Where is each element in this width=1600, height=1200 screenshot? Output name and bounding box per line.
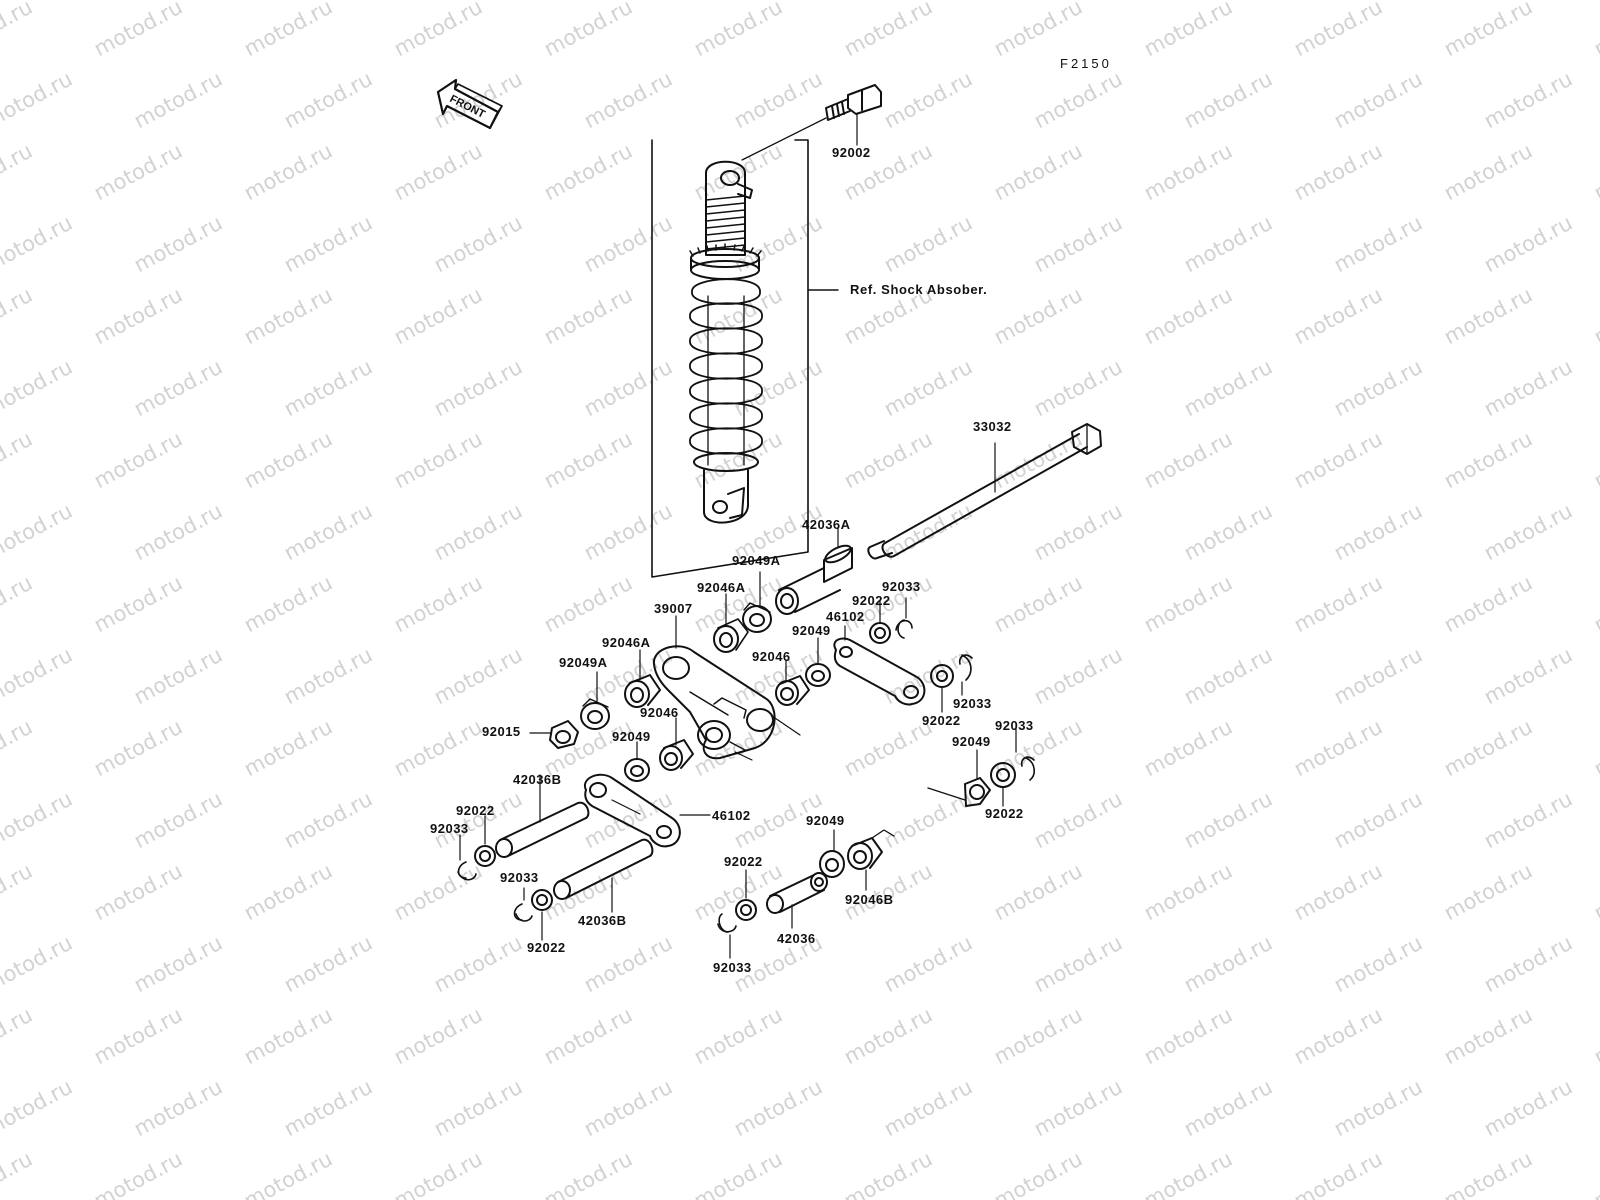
bearing-92046-left bbox=[659, 717, 694, 771]
callout-92033-right-lower[interactable]: 92033 bbox=[995, 718, 1034, 733]
callout-92046-right[interactable]: 92046 bbox=[752, 649, 791, 664]
callout-42036B-upper[interactable]: 42036B bbox=[513, 772, 562, 787]
callout-92033-left-top[interactable]: 92033 bbox=[430, 821, 469, 836]
collar-42036 bbox=[766, 872, 828, 929]
callout-46102-left[interactable]: 46102 bbox=[712, 808, 751, 823]
callout-33032[interactable]: 33032 bbox=[973, 419, 1012, 434]
front-arrow-icon: FRONT bbox=[436, 78, 503, 130]
callout-92033-bottom[interactable]: 92033 bbox=[713, 960, 752, 975]
seal-92049-right bbox=[805, 637, 831, 687]
washer-clip-left-lower bbox=[513, 887, 553, 941]
seal-bearing-bottom bbox=[819, 829, 895, 891]
seal-clip-right-lower bbox=[927, 727, 1035, 807]
pin-42036B-upper bbox=[495, 774, 590, 858]
rocker-arm-39007 bbox=[652, 615, 801, 761]
bearing-92046A-right bbox=[713, 593, 749, 653]
bearing-92046A-left bbox=[624, 649, 661, 708]
callout-92033-right-mid[interactable]: 92033 bbox=[953, 696, 992, 711]
axle-33032 bbox=[867, 423, 1102, 560]
collar-42036A bbox=[775, 527, 853, 615]
washer-clip-left-top bbox=[457, 815, 496, 881]
callout-92022-right-lower[interactable]: 92022 bbox=[985, 806, 1024, 821]
callout-92022-left-lower[interactable]: 92022 bbox=[527, 940, 566, 955]
ref-bracket bbox=[651, 139, 809, 578]
callout-39007[interactable]: 39007 bbox=[654, 601, 693, 616]
callout-92015[interactable]: 92015 bbox=[482, 724, 521, 739]
pin-42036B-lower bbox=[553, 838, 654, 913]
callout-92002[interactable]: 92002 bbox=[832, 145, 871, 160]
bolt-92002 bbox=[741, 84, 882, 161]
callout-46102-right[interactable]: 46102 bbox=[826, 609, 865, 624]
callout-92049-bottom[interactable]: 92049 bbox=[806, 813, 845, 828]
callout-92049A-right[interactable]: 92049A bbox=[732, 553, 781, 568]
seal-92049-left bbox=[624, 741, 650, 782]
washer-clip-right-mid bbox=[930, 654, 973, 713]
nut-92015 bbox=[529, 720, 579, 749]
washer-clip-right-top bbox=[869, 597, 913, 644]
callout-92022-left-top[interactable]: 92022 bbox=[456, 803, 495, 818]
shock-absorber bbox=[689, 160, 763, 524]
diagram-code: F2150 bbox=[1060, 56, 1112, 71]
callout-92033-right-top[interactable]: 92033 bbox=[882, 579, 921, 594]
ref-shock-absorber-label: Ref. Shock Absober. bbox=[850, 282, 988, 297]
callout-92046A-right[interactable]: 92046A bbox=[697, 580, 746, 595]
callout-92046-left[interactable]: 92046 bbox=[640, 705, 679, 720]
seal-92049A-left bbox=[580, 671, 610, 730]
callout-92022-right-mid[interactable]: 92022 bbox=[922, 713, 961, 728]
callout-92046B[interactable]: 92046B bbox=[845, 892, 894, 907]
link-46102-right bbox=[833, 625, 926, 706]
callout-92033-left-lower[interactable]: 92033 bbox=[500, 870, 539, 885]
callout-92049-right-lower[interactable]: 92049 bbox=[952, 734, 991, 749]
callout-92022-bottom[interactable]: 92022 bbox=[724, 854, 763, 869]
seal-92049A-right bbox=[742, 571, 772, 633]
callout-42036A[interactable]: 42036A bbox=[802, 517, 851, 532]
bearing-92046-right bbox=[775, 659, 810, 706]
callout-42036B-lower[interactable]: 42036B bbox=[578, 913, 627, 928]
callout-42036[interactable]: 42036 bbox=[777, 931, 816, 946]
callout-92049A-left[interactable]: 92049A bbox=[559, 655, 608, 670]
callout-92046A-left[interactable]: 92046A bbox=[602, 635, 651, 650]
callout-92049-right[interactable]: 92049 bbox=[792, 623, 831, 638]
link-46102-left bbox=[583, 773, 711, 848]
callout-92022-right-top[interactable]: 92022 bbox=[852, 593, 891, 608]
callout-92049-left[interactable]: 92049 bbox=[612, 729, 651, 744]
washer-clip-bottom bbox=[717, 869, 757, 959]
